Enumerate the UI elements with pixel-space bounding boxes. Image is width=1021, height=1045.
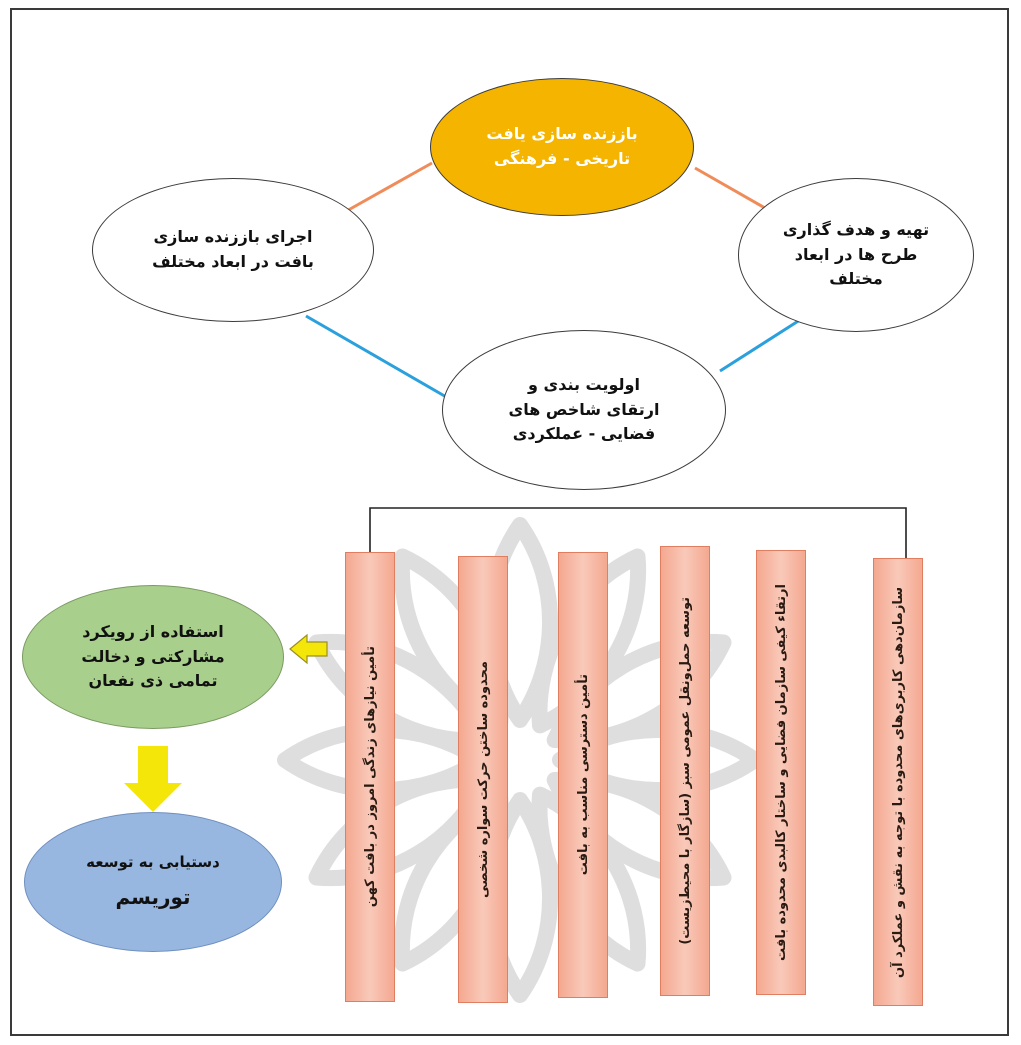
cycle-node-right: تهیه و هدف گذاری طرح ها در ابعاد مختلف	[738, 178, 974, 332]
arrow-down-icon	[124, 746, 182, 812]
strategy-bar-5: محدوده ساختن حرکت سواره شخصی	[458, 556, 508, 1003]
watermark-petal	[552, 722, 763, 798]
strategy-bar-3: توسعه حمل‌ونقل عمومی سبز (سازگار با محیط…	[660, 546, 710, 996]
strategy-bar-4: تأمین دسترسی مناسب به بافت	[558, 552, 608, 998]
connector-top-left	[342, 161, 433, 215]
arrow-left-icon	[289, 633, 328, 665]
watermark-petal	[308, 771, 494, 887]
cycle-node-left: اجرای باززنده سازی بافت در ابعاد مختلف	[92, 178, 374, 322]
cycle-node-top: باززنده سازی یافت تاریخی - فرهنگی	[430, 78, 694, 216]
strategies-bracket	[369, 507, 907, 560]
connector-top-right	[694, 166, 766, 210]
strategy-bar-6: تأمین نیازهای زندگی امروز در بافت کهن	[345, 552, 395, 1002]
strategy-bar-2: ارتقاء کیفی سازمان فضایی و ساختار کالبدی…	[756, 550, 806, 995]
cycle-node-bottom: اولویت بندی و ارتقای شاخص های فضایی - عم…	[442, 330, 726, 490]
strategy-bar-1: سازمان‌دهی کاربری‌های محدوده با توجه به …	[873, 558, 923, 1006]
participation-node: استفاده از رویکرد مشارکتی و دخالت تمامی …	[22, 585, 284, 729]
connector-left-bottom	[305, 314, 449, 400]
outcome-node: دستیابی به توسعه توریسم	[24, 812, 282, 952]
connector-right-bottom	[719, 316, 804, 373]
watermark-petal	[277, 722, 488, 798]
